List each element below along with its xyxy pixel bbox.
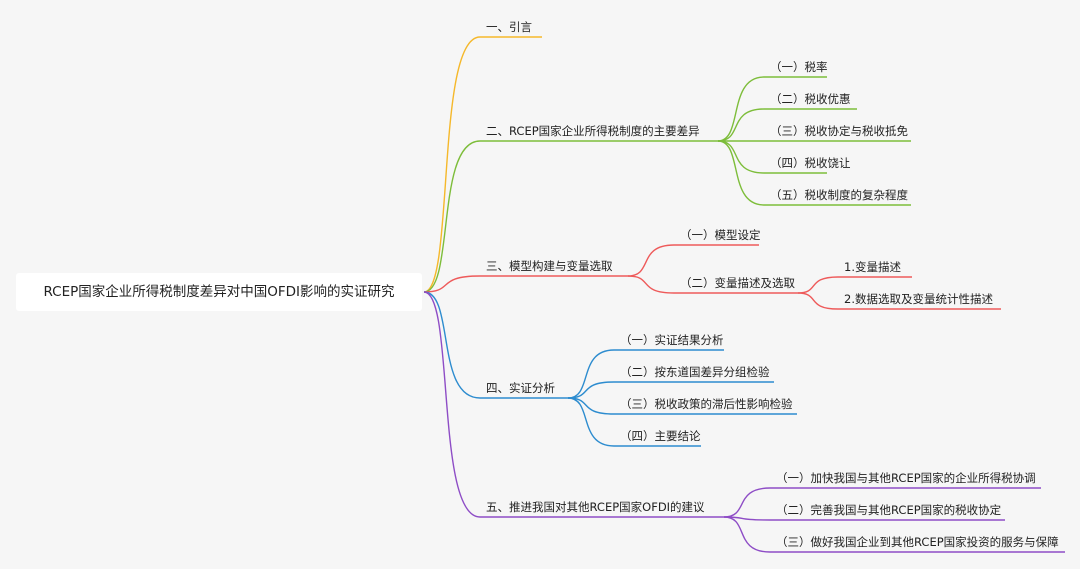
branch-3-child-1-node[interactable]: （一）模型设定 [680,228,761,242]
branch-4-child-2-connector [567,381,615,399]
branch-4-child-1-connector [567,349,615,399]
root-node[interactable] [16,273,422,311]
branch-4-child-1-node[interactable]: （一）实证结果分析 [620,333,724,347]
branch-4-child-4-connector [567,397,615,447]
branch-2-child-2-node[interactable]: （二）税收优惠 [770,92,851,106]
branch-2-child-2-connector [717,108,765,142]
branch-3-child-2-sub-1-node[interactable]: 1.变量描述 [844,260,901,274]
branch-2-child-5-connector [717,140,765,206]
branch-4-node[interactable]: 四、实证分析 [486,381,555,395]
branch-4-child-2-node[interactable]: （二）按东道国差异分组检验 [620,365,770,379]
branch-5-child-3-node[interactable]: （三）做好我国企业到其他RCEP国家投资的服务与保障 [776,535,1059,549]
branch-5-node[interactable]: 五、推进我国对其他RCEP国家OFDI的建议 [486,500,705,514]
branch-2-child-4-connector [717,140,765,174]
branch-4-child-4-node[interactable]: （四）主要结论 [620,429,701,443]
branch-5-child-1-node[interactable]: （一）加快我国与其他RCEP国家的企业所得税协调 [776,471,1036,485]
branch-5-connector [423,291,481,518]
branch-2-child-1-connector [717,76,765,142]
branch-3-child-2-connector [627,275,675,294]
branch-2-connector [423,140,481,293]
branch-2-child-3-node[interactable]: （三）税收协定与税收抵免 [770,124,908,138]
branch-4-child-3-node[interactable]: （三）税收政策的滞后性影响检验 [620,397,793,411]
branch-3-child-2-sub-2-connector [797,292,839,310]
branch-1-connector [423,36,481,293]
branch-3-child-2-sub-2-node[interactable]: 2.数据选取及变量统计性描述 [844,292,993,306]
branch-2-node[interactable]: 二、RCEP国家企业所得税制度的主要差异 [486,124,700,138]
branch-5-child-1-connector [723,487,771,518]
branch-3-child-1-connector [627,244,675,277]
branch-5-child-3-connector [723,516,771,553]
root-label: RCEP国家企业所得税制度差异对中国OFDI影响的实证研究 [43,284,395,300]
branch-5-child-2-node[interactable]: （二）完善我国与其他RCEP国家的税收协定 [776,503,1002,517]
branch-2-child-5-node[interactable]: （五）税收制度的复杂程度 [770,188,908,202]
branch-3-node[interactable]: 三、模型构建与变量选取 [486,259,613,273]
branch-3-connector [423,275,481,293]
branch-3-child-2-node[interactable]: （二）变量描述及选取 [680,276,795,290]
branch-3-child-2-sub-1-connector [797,276,839,294]
branch-1-node[interactable]: 一、引言 [486,20,532,34]
branch-2-child-1-node[interactable]: （一）税率 [770,60,828,74]
branch-4-connector [423,291,481,399]
branch-4-child-3-connector [567,397,615,415]
branch-2-child-4-node[interactable]: （四）税收饶让 [770,156,851,170]
